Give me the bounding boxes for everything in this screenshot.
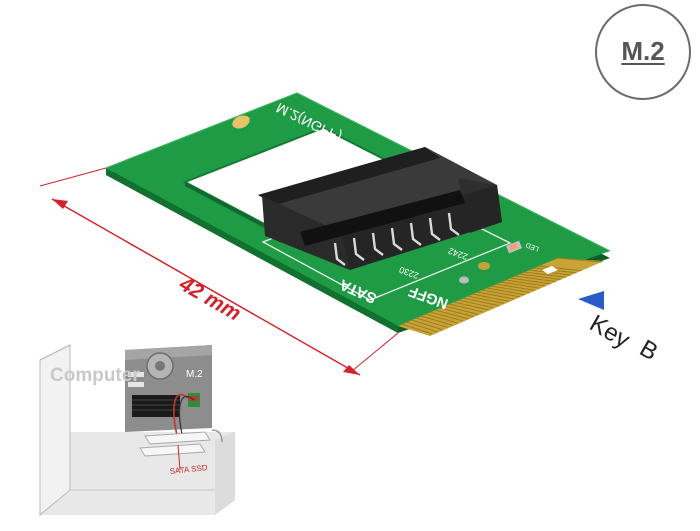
edge-finger bbox=[415, 317, 448, 328]
edge-finger bbox=[477, 291, 515, 300]
dimension-arrow-end bbox=[343, 365, 360, 375]
edge-finger bbox=[500, 281, 541, 289]
edge-finger bbox=[472, 293, 510, 302]
edge-finger bbox=[401, 323, 433, 335]
edge-finger bbox=[458, 299, 494, 309]
sata-pin bbox=[371, 232, 384, 256]
edge-finger bbox=[462, 297, 500, 307]
key-letter: B bbox=[635, 335, 662, 366]
dimension-line bbox=[39, 167, 399, 376]
led-label: LED bbox=[525, 241, 540, 252]
sata-pin bbox=[352, 237, 365, 261]
edge-finger bbox=[430, 311, 464, 322]
edge-finger bbox=[505, 279, 546, 287]
sata-pin bbox=[409, 222, 422, 246]
edge-finger bbox=[420, 315, 453, 326]
edge-finger bbox=[491, 285, 530, 294]
inset-computer-label: Computer bbox=[50, 365, 140, 386]
edge-finger bbox=[495, 283, 536, 291]
edge-finger bbox=[509, 277, 551, 285]
edge-finger bbox=[524, 271, 567, 278]
sata-pin bbox=[428, 217, 441, 241]
inset-m2-label: M.2 bbox=[186, 369, 203, 380]
sata-pin bbox=[333, 242, 346, 266]
sata-pin bbox=[447, 212, 460, 236]
edge-finger bbox=[556, 257, 603, 263]
inset-ssd-label: SATA SSD bbox=[169, 463, 208, 476]
edge-finger bbox=[411, 319, 443, 331]
edge-finger bbox=[453, 301, 489, 311]
led bbox=[506, 240, 522, 254]
key-label: Key bbox=[585, 310, 634, 354]
edge-connector-fingers bbox=[398, 257, 604, 336]
edge-finger bbox=[519, 273, 561, 280]
edge-finger bbox=[467, 295, 505, 304]
edge-finger bbox=[434, 309, 469, 320]
m2-badge: M.2 bbox=[595, 4, 691, 100]
sata-connector bbox=[258, 147, 502, 270]
edge-finger bbox=[406, 321, 438, 333]
edge-finger bbox=[439, 307, 474, 318]
edge-finger bbox=[481, 289, 520, 298]
edge-finger bbox=[514, 275, 556, 283]
edge-finger bbox=[486, 287, 525, 296]
edge-finger bbox=[448, 303, 484, 313]
edge-finger bbox=[444, 305, 479, 315]
key-arrow-icon bbox=[578, 291, 604, 310]
sata-cable bbox=[173, 393, 191, 439]
dimension-label: 42 mm bbox=[175, 272, 245, 326]
sata-pin bbox=[390, 227, 403, 251]
dimension-arrow-start bbox=[52, 199, 68, 209]
edge-finger bbox=[538, 265, 582, 272]
edge-finger bbox=[425, 313, 458, 324]
key-notch bbox=[542, 266, 558, 274]
m2-badge-label: M.2 bbox=[621, 36, 665, 66]
computer-inset-diagram bbox=[39, 344, 235, 517]
